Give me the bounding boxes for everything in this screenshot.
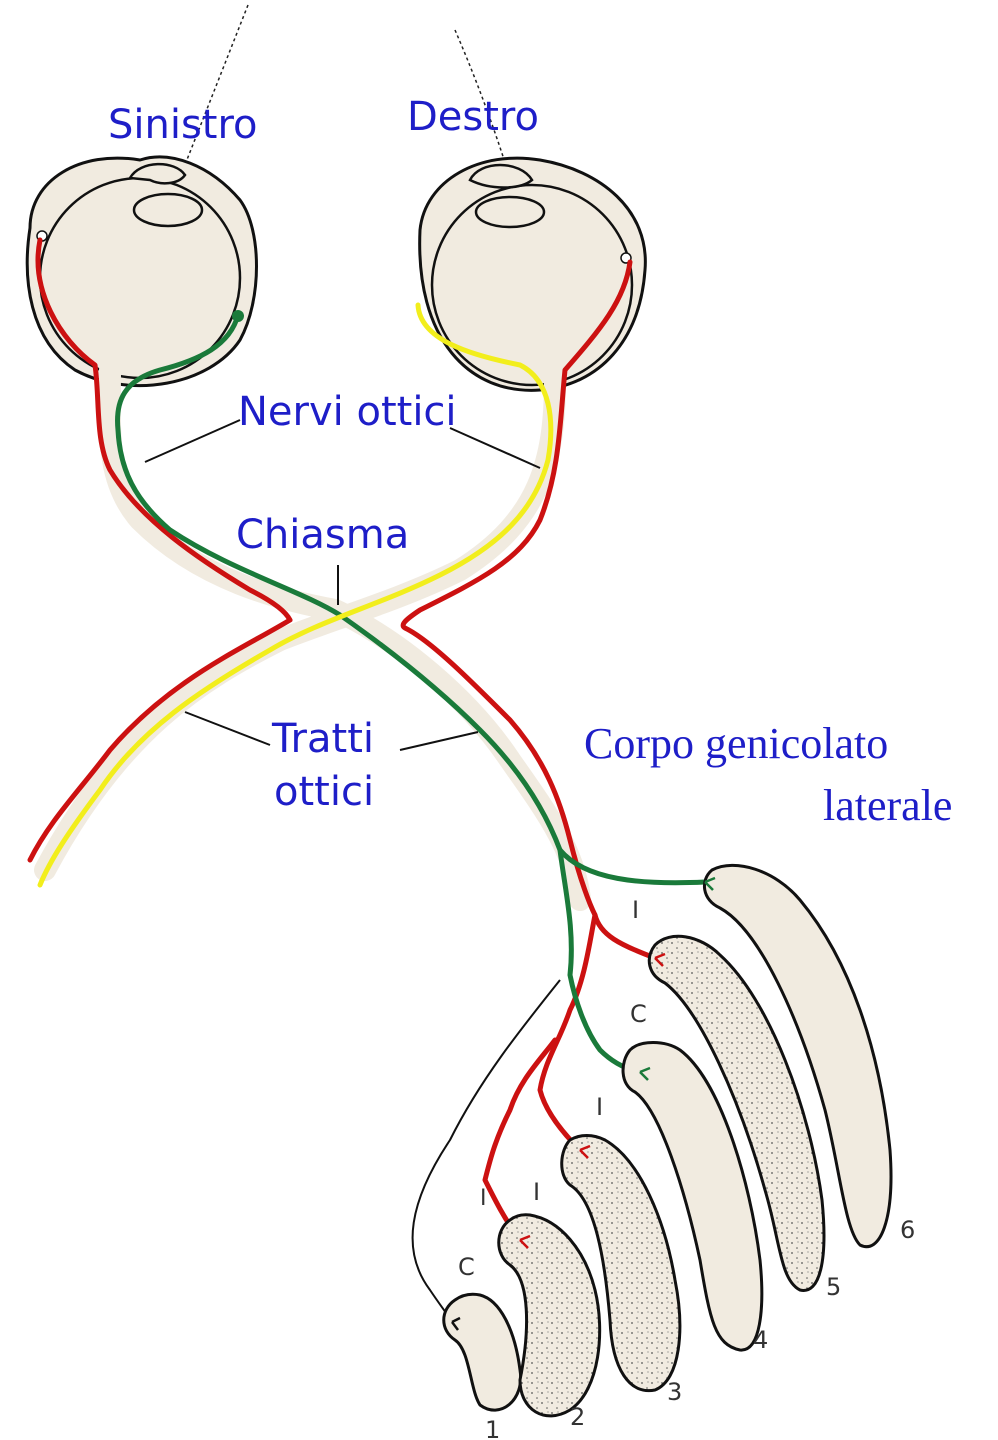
lgn-layers bbox=[444, 865, 891, 1415]
label-optic-tracts-2: ottici bbox=[274, 769, 374, 815]
layer-eye-mark-5: I bbox=[632, 896, 639, 924]
label-left-eye: Sinistro bbox=[108, 102, 258, 148]
label-right-eye: Destro bbox=[407, 94, 539, 140]
right-eye bbox=[420, 158, 646, 390]
lgn-layer-1-shape bbox=[444, 1294, 521, 1410]
layer-number-5: 5 bbox=[826, 1273, 841, 1301]
label-lgn-2: laterale bbox=[823, 781, 952, 830]
label-lgn-1: Corpo genicolato bbox=[584, 719, 888, 768]
left-eye bbox=[27, 157, 256, 386]
layer-number-6: 6 bbox=[900, 1216, 915, 1244]
layer-number-1: 1 bbox=[485, 1416, 500, 1440]
layer-number-2: 2 bbox=[570, 1403, 585, 1431]
layer-eye-mark-2: I bbox=[533, 1178, 540, 1206]
label-chiasm: Chiasma bbox=[236, 512, 409, 558]
extra-eye-mark-1: I bbox=[480, 1186, 487, 1211]
layer-eye-mark-1: C bbox=[458, 1253, 475, 1281]
layer-eye-mark-3: I bbox=[596, 1093, 603, 1121]
label-optic-nerves: Nervi ottici bbox=[238, 389, 457, 435]
layer-eye-mark-4: C bbox=[630, 1000, 647, 1028]
label-optic-tracts-1: Tratti bbox=[271, 716, 374, 762]
layer-number-3: 3 bbox=[667, 1378, 682, 1406]
layer-number-4: 4 bbox=[753, 1326, 768, 1354]
